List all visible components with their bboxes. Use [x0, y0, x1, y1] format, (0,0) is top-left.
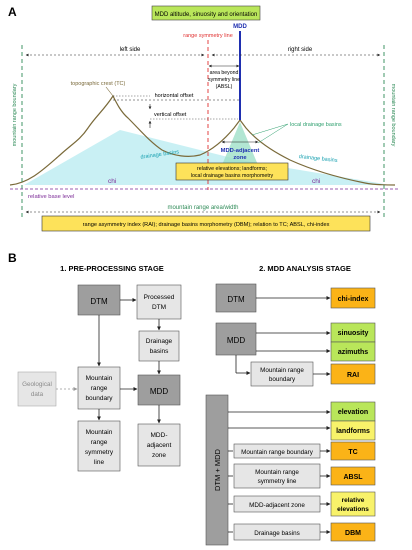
geological-data-box: [17, 371, 57, 407]
s2-dtm-label: DTM: [227, 295, 245, 304]
right-boundary-label: mountain range boundary: [390, 84, 396, 147]
s2-mdd-label: MDD: [227, 336, 245, 345]
drainage-basins-right-label: drainage basins: [298, 154, 337, 164]
horizontal-offset-label: horizontal offset: [155, 93, 194, 99]
chi-index-box: [330, 287, 376, 309]
s2-symmetry-line-2: symmetry line: [258, 478, 297, 485]
azimuths-label: azimuths: [338, 349, 368, 356]
absl-label: ABSL: [343, 474, 363, 481]
elevation-label: elevation: [338, 409, 368, 416]
landforms-label: landforms: [336, 428, 370, 435]
relative-elevations-result-1: relative: [342, 497, 365, 504]
chi-index-label: chi-index: [338, 296, 369, 303]
mdd-adjacent-label-2: zone: [233, 155, 247, 161]
s2-boundary-label: Mountain range boundary: [241, 449, 314, 456]
mrs-line-4: line: [94, 459, 105, 466]
right-side-label: right side: [288, 47, 313, 53]
relative-elevations-box: [175, 162, 289, 181]
base-level-label: relative base level: [28, 194, 74, 200]
relative-elevations-line-2: local drainage basins morphometry: [191, 173, 274, 179]
mdd-adjacent-zone-box: [137, 423, 181, 467]
azimuths-box: [330, 341, 376, 362]
mrb-line-2: range: [91, 385, 108, 392]
chi-left-label: chi: [108, 178, 116, 185]
panel-b-letter: B: [8, 251, 17, 265]
mountain-range-boundary-box: [77, 366, 121, 410]
geological-data-line-1: Geological: [22, 381, 52, 388]
dbm-box: [330, 522, 376, 542]
rai-summary-label: range asymmetry index (RAI); drainage ba…: [83, 222, 330, 228]
processed-dtm-line-1: Processed: [144, 294, 175, 301]
geological-data-line-2: data: [31, 391, 44, 398]
processed-dtm-line-2: DTM: [152, 304, 166, 311]
s2-symmetry-box: [233, 463, 321, 489]
dtm-label: DTM: [90, 297, 108, 306]
s2-drainage-label: Drainage basins: [254, 530, 300, 537]
dtm-mdd-label: DTM + MDD: [213, 448, 222, 490]
mrs-line-2: range: [91, 439, 108, 446]
absl-label-2: symmetry line: [208, 77, 240, 83]
dbm-label: DBM: [345, 530, 361, 537]
local-drainage-basins-area: [222, 122, 258, 165]
dtm-mdd-box: [205, 394, 229, 546]
relative-elevations-result-box: [330, 491, 376, 517]
drainage-basins-area: [24, 130, 390, 185]
adj-line-1: MDD-: [151, 432, 168, 439]
s2-mrb-line-1: Mountain range: [260, 367, 304, 374]
s2-mrb-box: [250, 361, 314, 387]
left-side-label: left side: [120, 47, 141, 53]
symmetry-line-box: [77, 420, 121, 472]
absl-box: [330, 466, 376, 486]
absl-label-1: area beyond: [210, 70, 239, 76]
drainage-basins-line-2: basins: [150, 348, 170, 355]
stage2-title: 2. MDD ANALYSIS STAGE: [259, 264, 351, 273]
absl-label-3: (ABSL): [216, 84, 233, 90]
range-width-label: mountain range area/width: [167, 205, 238, 211]
mrb-line-1: Mountain: [86, 375, 113, 382]
adj-line-3: zone: [152, 452, 166, 459]
mrb-line-3: boundary: [85, 395, 113, 402]
dtm-box: [77, 284, 121, 316]
stage1-title: 1. PRE-PROCESSING STAGE: [60, 264, 164, 273]
landforms-box: [330, 420, 376, 441]
tc-box: [330, 441, 376, 461]
s2-mrb-line-2: boundary: [269, 376, 296, 383]
s2-mdd-box: [215, 322, 257, 356]
rai-box: [330, 363, 376, 385]
drainage-basins-left-label: drainage basins: [140, 149, 180, 160]
mdd-attributes-label: MDD altitude, sinuosity and orientation: [155, 12, 258, 18]
s2-symmetry-line-1: Mountain range: [255, 469, 299, 476]
rai-summary-box: [41, 215, 371, 232]
local-drainage-label: local drainage basins: [290, 122, 342, 128]
symmetry-line-label: range symmetry line: [183, 33, 233, 39]
crest-pointer: [105, 86, 114, 97]
vertical-offset-label: vertical offset: [154, 112, 187, 118]
s2-adjacent-label: MDD-adjacent zone: [249, 502, 305, 509]
sinuosity-label: sinuosity: [338, 330, 369, 337]
local-drainage-pointer-1: [251, 123, 289, 136]
topographic-profile: [9, 94, 396, 186]
relative-elevations-result-2: elevations: [337, 506, 369, 513]
local-drainage-pointer-2: [257, 123, 289, 144]
left-boundary-label: mountain range boundary: [12, 83, 18, 146]
rai-label: RAI: [347, 372, 359, 379]
mdd-box-label: MDD: [150, 387, 168, 396]
processed-dtm-box: [136, 284, 182, 320]
drainage-basins-box: [138, 330, 180, 362]
mdd-adjacent-label-1: MDD-adjacent: [221, 148, 260, 154]
tc-label: TC: [348, 449, 357, 456]
adj-line-2: adjacent: [147, 442, 172, 449]
chi-right-label: chi: [312, 178, 320, 185]
mdd-attributes-box: [151, 5, 261, 21]
mrs-line-1: Mountain: [86, 429, 113, 436]
drainage-basins-line-1: Drainage: [146, 338, 173, 345]
panel-a-letter: A: [8, 5, 17, 19]
topographic-crest-label: topographic crest (TC): [71, 81, 126, 87]
mrs-line-3: symmetry: [85, 449, 114, 456]
relative-elevations-line-1: relative elevations; landforms;: [197, 166, 267, 172]
mdd-label: MDD: [233, 24, 247, 30]
